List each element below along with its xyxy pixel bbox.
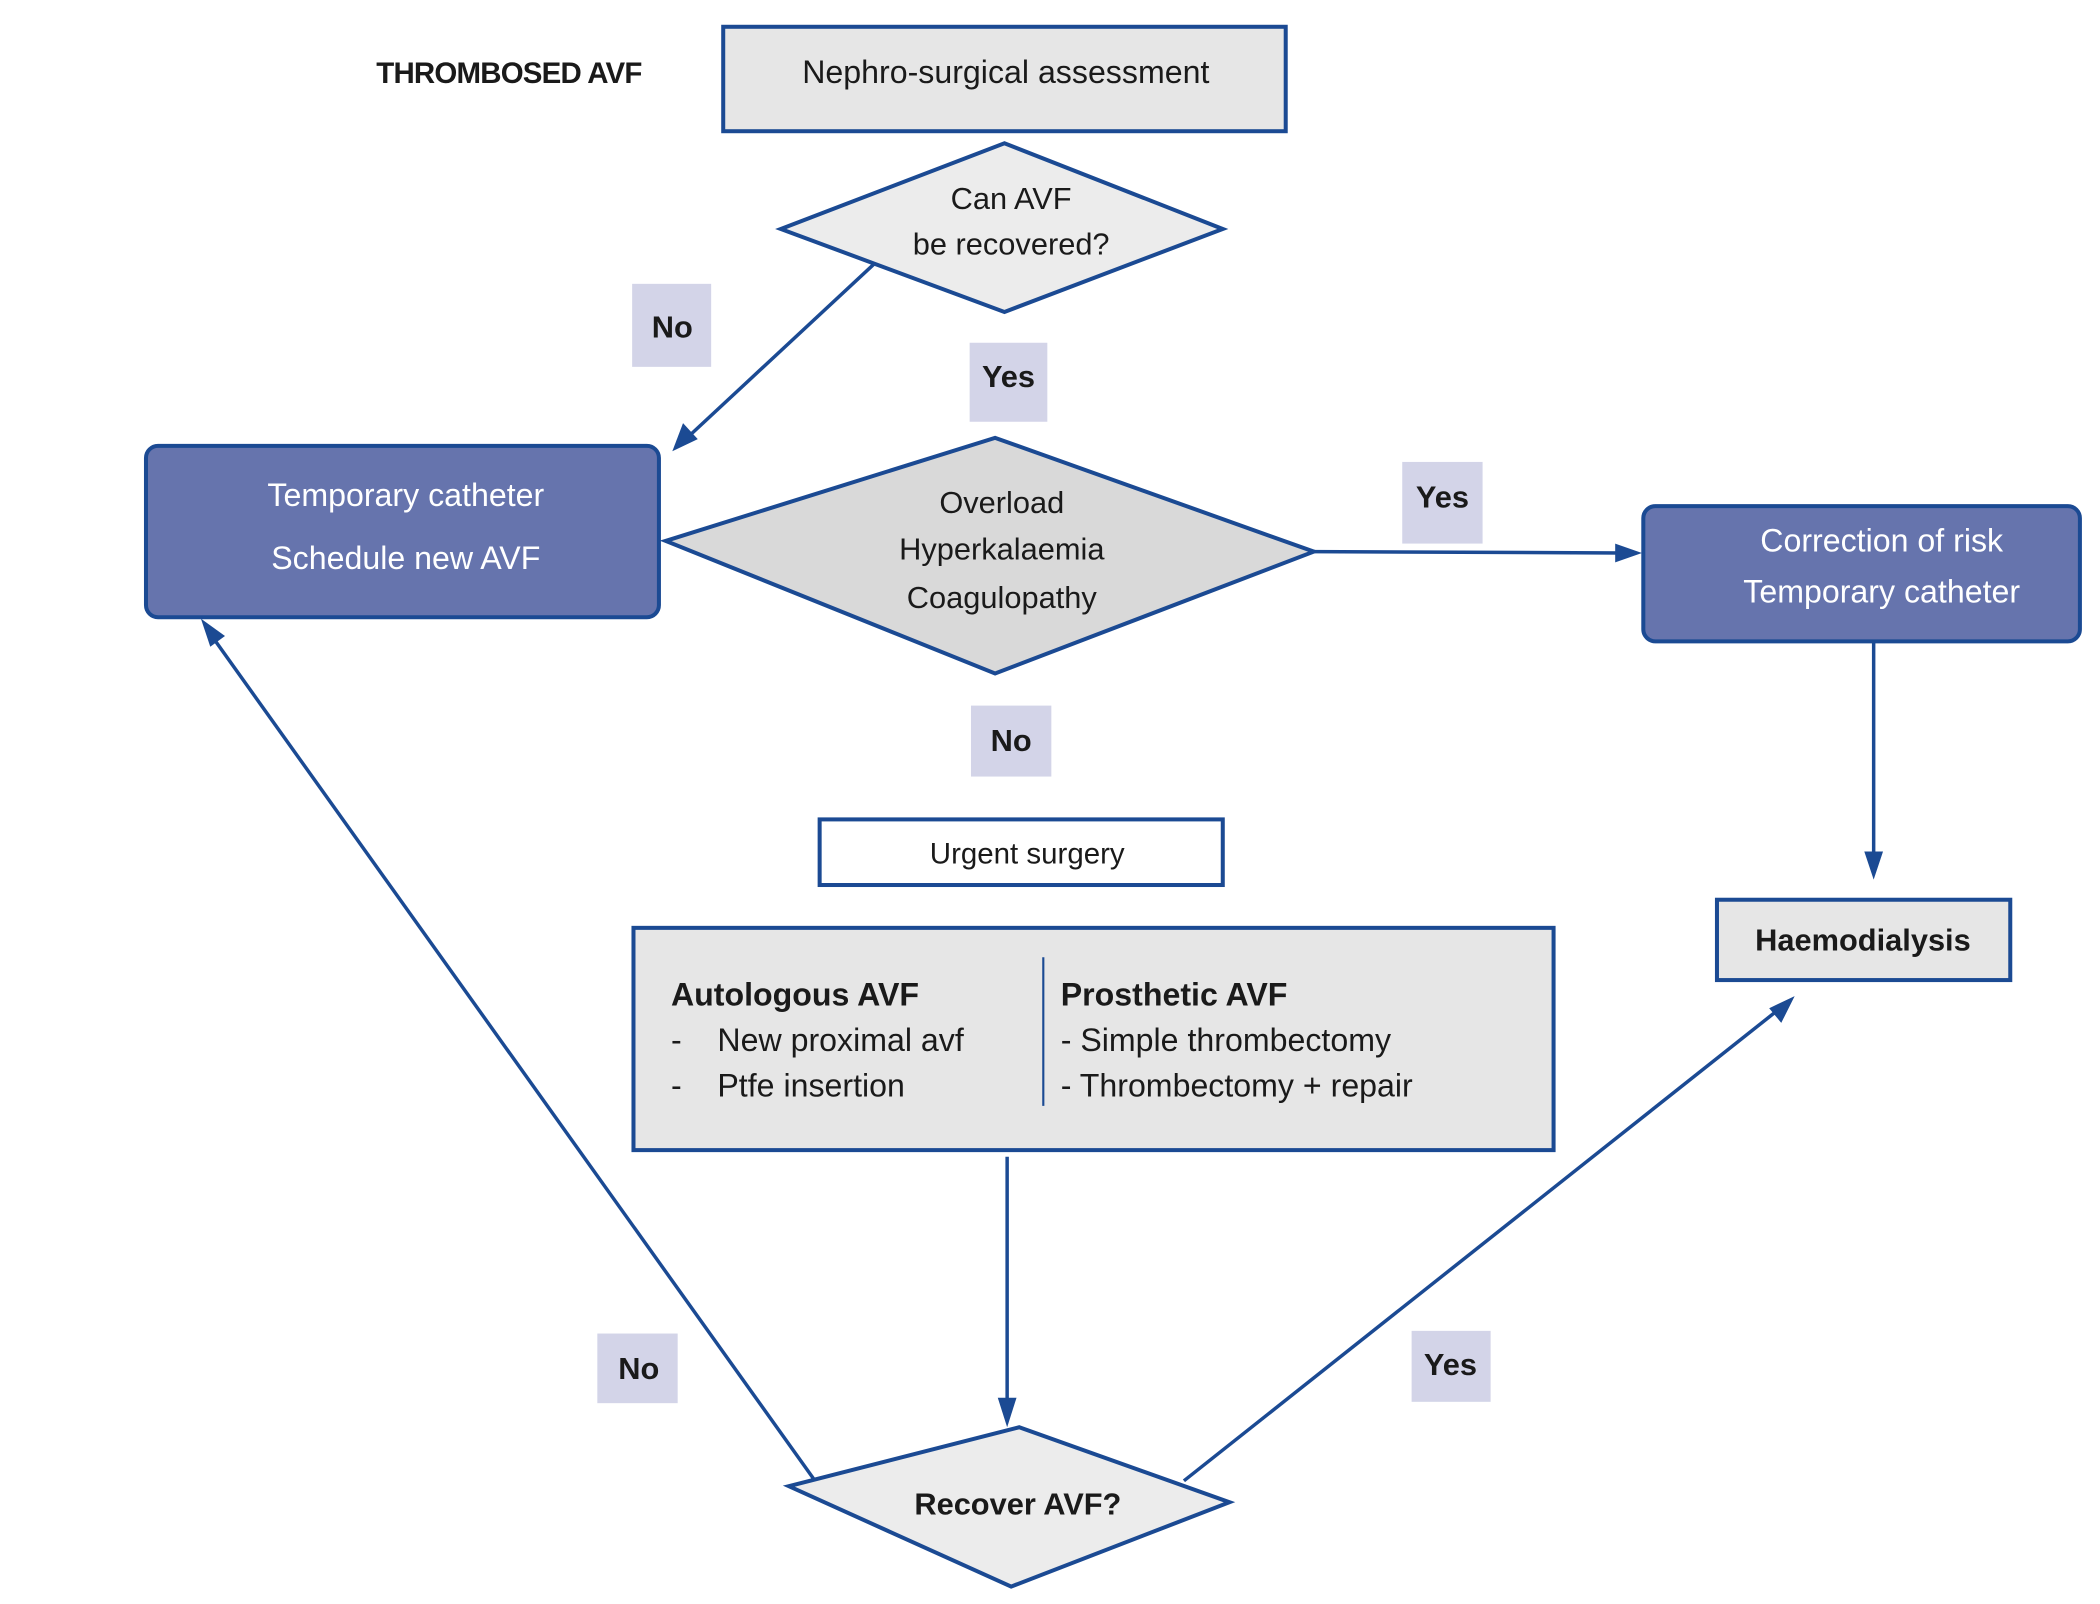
decision-can-recover: Can AVF be recovered? <box>775 141 1229 315</box>
label-can-recover-no: No <box>632 283 712 367</box>
label-recover-yes: Yes <box>1411 1330 1491 1402</box>
node-haemodialysis-label: Haemodialysis <box>1755 923 1971 958</box>
label-recover-no: No <box>597 1333 678 1404</box>
node-surgery-options: Autologous AVF - New proximal avf - Ptfe… <box>631 925 1556 1153</box>
arrowhead-icon <box>997 1397 1017 1428</box>
node-correction-line-1: Correction of risk <box>1760 523 2004 559</box>
edge-recover-no <box>207 630 819 1485</box>
decision-can-recover-line-1: Can AVF <box>951 181 1072 216</box>
decision-risk-line-3: Coagulopathy <box>907 580 1098 615</box>
edge-recover-yes <box>1182 1008 1780 1483</box>
decision-risk-line-2: Hyperkalaemia <box>899 532 1105 567</box>
edges <box>200 259 1884 1485</box>
label-no-text: No <box>652 309 693 344</box>
label-yes-text: Yes <box>1424 1347 1477 1382</box>
arrowhead-icon <box>672 423 698 452</box>
label-risk-no: No <box>970 705 1052 777</box>
label-yes-text: Yes <box>982 359 1035 394</box>
label-risk-yes: Yes <box>1402 461 1483 544</box>
decision-can-recover-line-2: be recovered? <box>913 226 1110 261</box>
label-yes-text: Yes <box>1416 479 1469 514</box>
edge-risk-yes <box>1313 549 1624 555</box>
autologous-item: - New proximal avf <box>671 1022 964 1058</box>
node-urgent-surgery-label: Urgent surgery <box>930 838 1125 871</box>
label-no-text: No <box>618 1351 659 1386</box>
decision-recover-avf: Recover AVF? <box>782 1425 1236 1589</box>
prosthetic-item: - Thrombectomy + repair <box>1061 1068 1413 1104</box>
prosthetic-heading: Prosthetic AVF <box>1061 977 1288 1013</box>
label-no-text: No <box>991 723 1032 758</box>
decision-recover-avf-label: Recover AVF? <box>914 1486 1121 1521</box>
node-temp-catheter: Temporary catheter Schedule new AVF <box>143 443 661 620</box>
arrowhead-icon <box>1769 996 1795 1023</box>
node-correction: Correction of risk Temporary catheter <box>1641 504 2082 644</box>
node-temp-catheter-line-1: Temporary catheter <box>267 477 544 513</box>
node-temp-catheter-line-2: Schedule new AVF <box>271 540 540 576</box>
label-can-recover-yes: Yes <box>969 342 1048 422</box>
autologous-item: - Ptfe insertion <box>671 1068 905 1104</box>
decision-risk-line-1: Overload <box>939 485 1064 520</box>
node-correction-line-2: Temporary catheter <box>1743 574 2020 610</box>
node-assessment-label: Nephro-surgical assessment <box>802 54 1209 90</box>
node-urgent-surgery: Urgent surgery <box>817 817 1225 888</box>
edge-can-recover-no <box>684 259 879 441</box>
node-assessment: Nephro-surgical assessment <box>721 24 1288 134</box>
arrowhead-icon <box>1864 851 1884 880</box>
autologous-heading: Autologous AVF <box>671 977 919 1013</box>
decision-risk-check: Overload Hyperkalaemia Coagulopathy <box>659 435 1320 676</box>
node-haemodialysis: Haemodialysis <box>1714 897 2013 983</box>
arrowhead-icon <box>1615 543 1642 563</box>
prosthetic-item: - Simple thrombectomy <box>1061 1022 1391 1058</box>
diagram-title: THROMBOSED AVF <box>376 57 641 90</box>
arrowhead-icon <box>200 618 225 647</box>
